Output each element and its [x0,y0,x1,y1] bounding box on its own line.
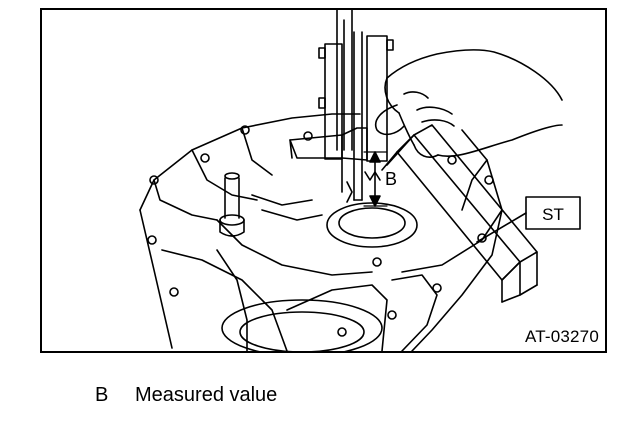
transmission-case [139,113,503,351]
label-b: B [385,169,397,189]
straight-edge-tool [381,124,538,303]
illustration-frame: B ST AT-03270 [40,8,607,353]
legend-text: Measured value [135,384,278,406]
st-callout [476,196,581,243]
label-st: ST [542,205,564,224]
figure-code: AT-03270 [524,327,599,346]
dimension-b [363,151,388,207]
depth-gauge [289,10,394,203]
hand [375,49,563,158]
legend: B Measured value [95,384,277,407]
legend-key: B [95,384,109,406]
depth-gauge-illustration: B ST [139,10,581,351]
